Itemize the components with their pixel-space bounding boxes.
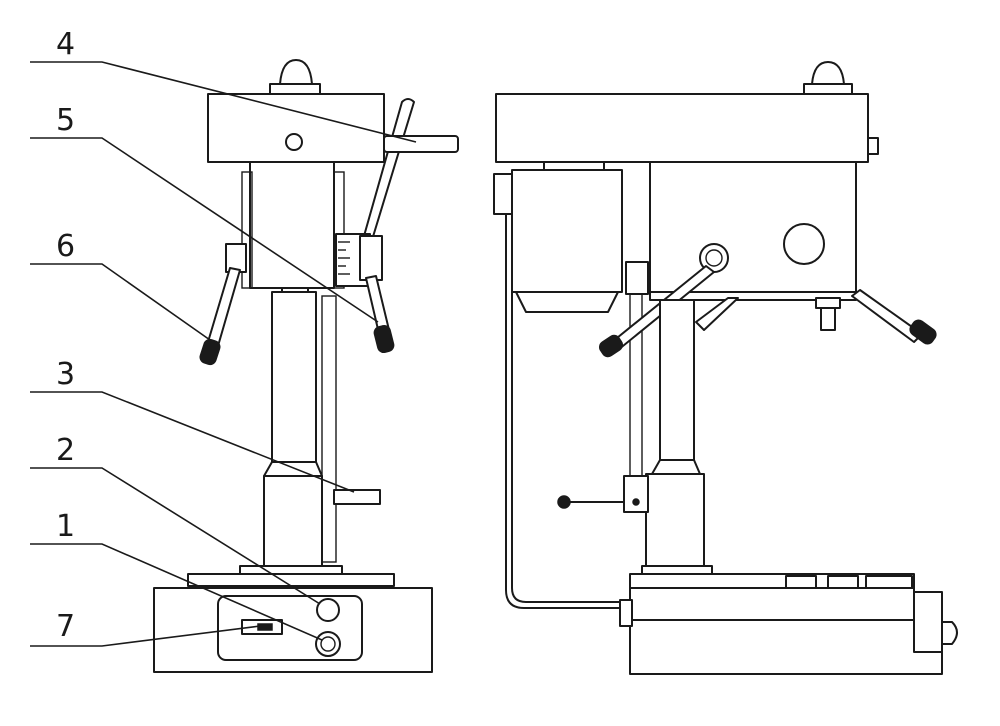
callout-7: 7 bbox=[30, 609, 261, 647]
callout-1-leader bbox=[30, 543, 323, 641]
side-cable-clamp bbox=[493, 173, 513, 215]
callout-6-leader bbox=[30, 263, 211, 341]
front-column-base bbox=[239, 565, 343, 575]
side-support-arm bbox=[695, 297, 739, 331]
front-top-knob bbox=[279, 59, 313, 85]
side-feed-hub-inner bbox=[705, 249, 723, 267]
side-column bbox=[659, 299, 695, 461]
side-feed-grip bbox=[598, 334, 624, 358]
front-handle-6-grip bbox=[199, 338, 221, 366]
side-cover-latch bbox=[867, 137, 879, 155]
side-head-window bbox=[783, 223, 825, 265]
side-base-top bbox=[629, 587, 915, 621]
callout-6-label: 6 bbox=[56, 229, 75, 264]
front-column bbox=[271, 291, 317, 463]
callout-4-leader bbox=[30, 61, 417, 143]
front-lever-4 bbox=[383, 135, 459, 153]
side-lower-column bbox=[645, 473, 705, 569]
side-head-housing bbox=[649, 161, 857, 293]
side-top-knob bbox=[811, 61, 845, 85]
side-lock-pin bbox=[632, 498, 640, 506]
side-spindle bbox=[820, 307, 836, 331]
callout-4-label: 4 bbox=[56, 27, 75, 62]
callout-3: 3 bbox=[30, 357, 355, 493]
front-view bbox=[153, 59, 459, 673]
callout-4: 4 bbox=[30, 27, 417, 143]
side-belt-cover bbox=[495, 93, 869, 163]
side-cable-entry bbox=[619, 599, 633, 627]
front-quill-housing bbox=[249, 161, 335, 289]
side-table-boss-1 bbox=[785, 575, 817, 589]
front-base-plate bbox=[187, 573, 395, 587]
side-view bbox=[493, 61, 958, 675]
callout-5-label: 5 bbox=[56, 103, 75, 138]
side-cable bbox=[505, 213, 621, 609]
front-head-box bbox=[207, 93, 385, 163]
side-motor-cap bbox=[543, 161, 605, 171]
side-knob-base bbox=[803, 83, 853, 95]
front-head-hole bbox=[285, 133, 303, 151]
side-base bbox=[629, 619, 943, 675]
front-left-rail bbox=[241, 171, 253, 289]
front-table-lock-3 bbox=[333, 489, 381, 505]
front-handle-5-grip bbox=[373, 324, 395, 354]
side-spindle-top bbox=[815, 297, 841, 309]
side-lock-knob bbox=[557, 495, 571, 509]
callout-1: 1 bbox=[30, 509, 323, 641]
side-rack-block bbox=[625, 261, 649, 295]
callout-3-label: 3 bbox=[56, 357, 75, 392]
front-feed-lever bbox=[363, 98, 415, 241]
front-switch-1-inner bbox=[320, 636, 336, 652]
front-scale-hub bbox=[359, 235, 383, 281]
side-column-base bbox=[641, 565, 713, 575]
callout-2-leader bbox=[30, 467, 321, 605]
front-switch-1 bbox=[315, 631, 341, 657]
scale-ticks bbox=[338, 241, 350, 275]
side-table-boss-3 bbox=[865, 575, 913, 589]
callout-6: 6 bbox=[30, 229, 211, 341]
side-table-boss-2 bbox=[827, 575, 859, 589]
front-indicator-7-light bbox=[257, 623, 273, 631]
callouts: 4 5 6 3 2 1 7 bbox=[30, 27, 417, 647]
side-cable-inner bbox=[511, 213, 621, 603]
callout-5: 5 bbox=[30, 103, 379, 323]
callout-7-leader bbox=[30, 625, 261, 647]
front-rack bbox=[321, 295, 337, 563]
front-left-hub bbox=[225, 243, 247, 273]
side-base-knob bbox=[941, 621, 958, 645]
front-switch-2 bbox=[316, 598, 340, 622]
side-lock-block bbox=[623, 475, 649, 513]
side-column-collar bbox=[651, 459, 701, 475]
side-motor-bottom bbox=[515, 291, 619, 313]
front-right-rail bbox=[333, 171, 345, 289]
front-column-collar bbox=[263, 461, 323, 477]
callout-3-leader bbox=[30, 391, 355, 493]
callout-2: 2 bbox=[30, 433, 321, 605]
front-handle-6 bbox=[207, 267, 241, 347]
callout-7-label: 7 bbox=[56, 609, 75, 644]
callout-5-leader bbox=[30, 137, 379, 323]
callout-2-label: 2 bbox=[56, 433, 75, 468]
callout-1-label: 1 bbox=[56, 509, 75, 544]
side-right-grip bbox=[909, 319, 937, 345]
side-motor bbox=[511, 169, 623, 293]
front-knob-base bbox=[269, 83, 321, 95]
side-base-end bbox=[913, 591, 943, 653]
front-lower-column bbox=[263, 475, 323, 569]
